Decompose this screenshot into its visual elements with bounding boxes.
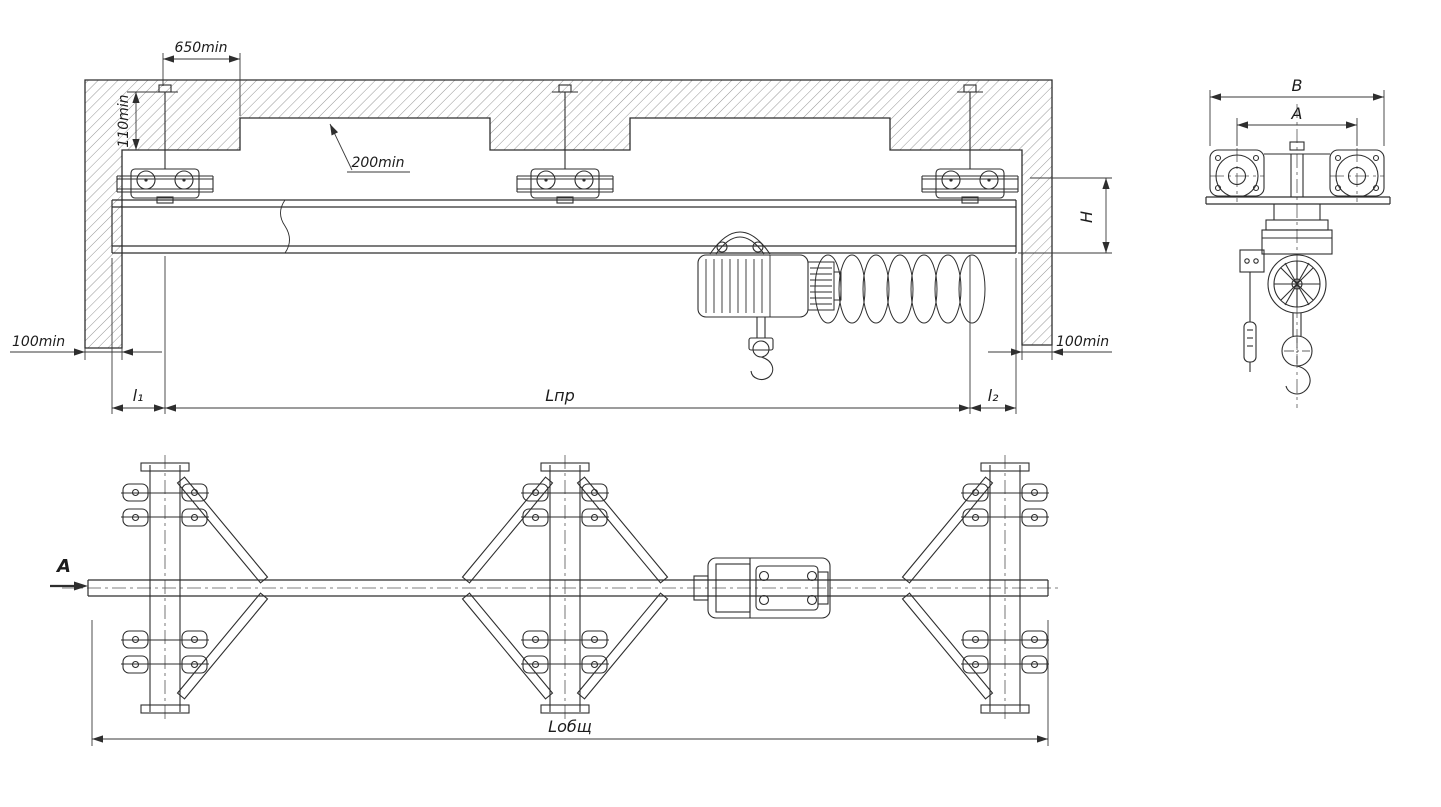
plan-view: A Lобщ xyxy=(50,455,1062,746)
hoist-clamp-yoke-inner xyxy=(715,236,765,255)
dim-label-l2: l₂ xyxy=(988,386,999,405)
dim-label-200min: 200min xyxy=(351,155,404,171)
hoist-body xyxy=(697,254,809,318)
dim-label-110min: 110min xyxy=(116,94,132,147)
dim-110min xyxy=(127,91,158,151)
side-trolley xyxy=(1209,141,1385,198)
dim-label-650min: 650min xyxy=(174,40,227,56)
hook-block xyxy=(748,317,774,380)
crane-girder xyxy=(111,199,1017,254)
dim-label-span: Lпр xyxy=(545,386,575,405)
hook-icon xyxy=(750,356,774,380)
hook-icon xyxy=(1285,365,1311,395)
dim-label-Lobsh: Lобщ xyxy=(548,717,592,736)
electric-hoist xyxy=(697,231,842,380)
plan-centerlines xyxy=(62,455,1062,722)
plan-hoist xyxy=(693,557,831,619)
ceiling-structure xyxy=(84,79,1053,349)
plan-girder xyxy=(87,579,1049,597)
dim-100min-left xyxy=(10,347,162,360)
dim-H xyxy=(1018,177,1112,254)
dim-B xyxy=(1209,90,1385,146)
dim-650min xyxy=(162,53,241,116)
hoist-motor xyxy=(807,261,842,311)
dim-label-H: H xyxy=(1077,211,1096,223)
side-hook-block xyxy=(1281,313,1313,395)
plan-braces xyxy=(176,476,994,700)
dim-span-chain xyxy=(111,256,1017,414)
section-label-A: A xyxy=(55,556,71,577)
hoist-clamp-yoke xyxy=(709,231,771,255)
dim-label-100min-left: 100min xyxy=(12,334,65,350)
elevation-view: 650min 110min 200min 100min 100min l₁ Lп… xyxy=(10,40,1112,414)
cheek-plate-left xyxy=(1209,149,1265,197)
dim-100min-right xyxy=(988,345,1112,360)
ceiling-hatch xyxy=(84,79,1053,349)
side-dimensions xyxy=(1209,90,1385,146)
pendant-control xyxy=(1243,272,1257,372)
dim-label-100min-right: 100min xyxy=(1056,334,1109,350)
dim-A xyxy=(1236,118,1358,146)
dim-label-l1: l₁ xyxy=(133,386,144,405)
dim-label-B: B xyxy=(1292,76,1303,95)
motor-box xyxy=(1239,249,1265,273)
girder-break-symbol xyxy=(280,199,290,254)
side-view: B A xyxy=(1205,76,1391,408)
drum-end-view xyxy=(1267,254,1327,314)
hoist-drum xyxy=(705,255,771,317)
section-arrow xyxy=(50,581,88,591)
plan-rails xyxy=(140,462,1030,714)
dim-label-A: A xyxy=(1291,104,1303,123)
elevation-dimensions xyxy=(10,53,1112,414)
dim-200min-leader xyxy=(326,121,410,173)
side-hoist xyxy=(1239,204,1333,395)
festoon-cable xyxy=(814,254,986,324)
cheek-plate-right xyxy=(1329,149,1385,197)
dim-Lobsh xyxy=(91,620,1049,746)
runway-beam-section xyxy=(1205,196,1391,205)
